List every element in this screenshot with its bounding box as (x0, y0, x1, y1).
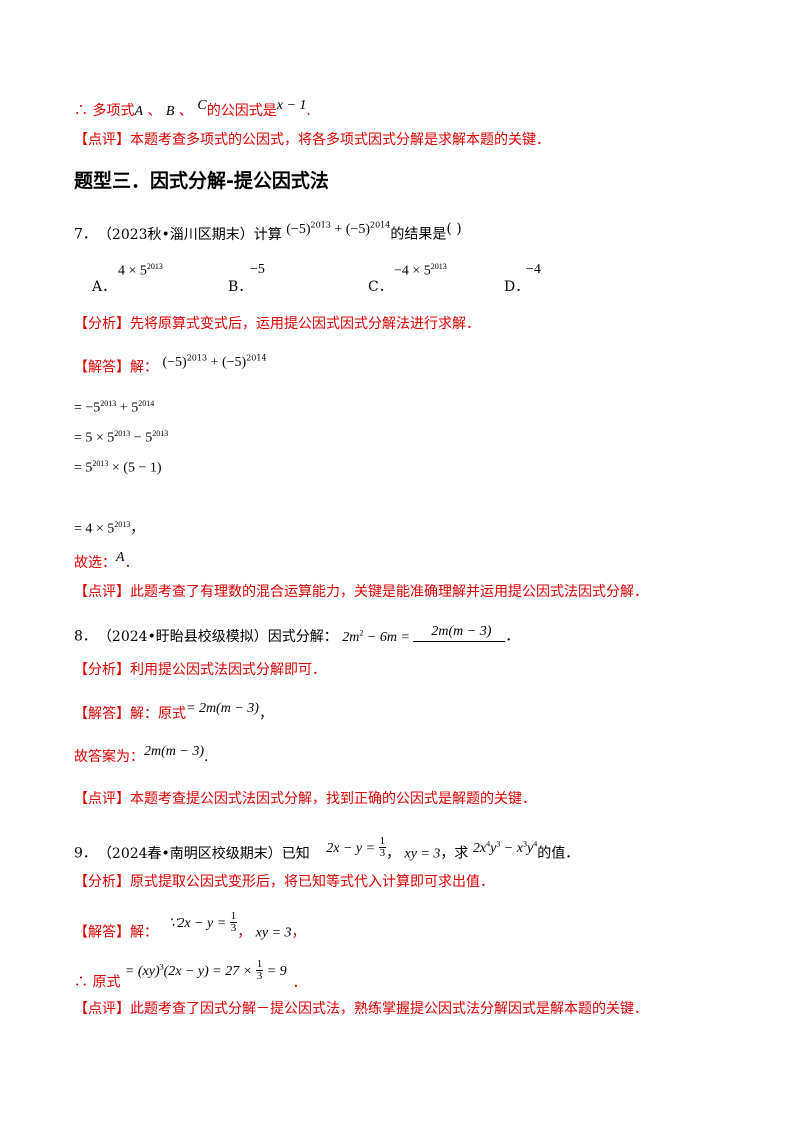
therefore-common-factor-line: ∴ 多项式A 、 B 、 C的公因式是x − 1. (74, 98, 311, 119)
intro-comment: 【点评】本题考查多项式的公因式，将各多项式因式分解是求解本题的关键． (74, 132, 550, 148)
section-heading: 题型三．因式分解-提公因式法 (74, 170, 329, 192)
q8-answer-blank: 2m(m − 3) (413, 623, 506, 642)
q8-solution: 【解答】解：原式= 2m(m − 3)， (74, 701, 273, 722)
q7-step-1: = −52013 + 52014 (74, 399, 155, 416)
q8-analysis: 【分析】利用提公因式法因式分解即可． (74, 662, 326, 678)
q7-comment: 【点评】此题考查了有理数的混合运算能力，关键是能准确理解并运用提公因式法因式分解… (74, 584, 648, 600)
q9-comment: 【点评】此题考查了因式分解－提公因式法，熟练掌握提公因式法分解因式是解本题的关键… (74, 1001, 648, 1017)
q7-step-3: = 52013 × (5 − 1) (74, 459, 162, 476)
q7-choice: 故选：A． (74, 550, 139, 571)
q7-step-2: = 5 × 52013 − 52013 (74, 429, 169, 446)
q7-question: 7．（2023秋•淄川区期末）计算 (−5)2013 + (−5)2014的结果… (74, 220, 462, 243)
q9-analysis: 【分析】原式提取公因式变形后，将已知等式代入计算即可求出值． (74, 874, 494, 890)
q8-answer-line: 故答案为：2m(m − 3). (74, 744, 209, 765)
q8-question: 8．（2024•盱眙县校级模拟）因式分解： 2m2 − 6m = 2m(m − … (74, 623, 520, 645)
q7-analysis: 【分析】先将原算式变式后，运用提公因式因式分解法进行求解． (74, 316, 480, 332)
q8-comment: 【点评】本题考查提公因式法因式分解，找到正确的公因式是解题的关键． (74, 791, 536, 807)
q7-step-4: = 4 × 52013， (74, 520, 145, 537)
q7-solution: 【解答】解： (−5)2013 + (−5)2014 (74, 353, 267, 376)
